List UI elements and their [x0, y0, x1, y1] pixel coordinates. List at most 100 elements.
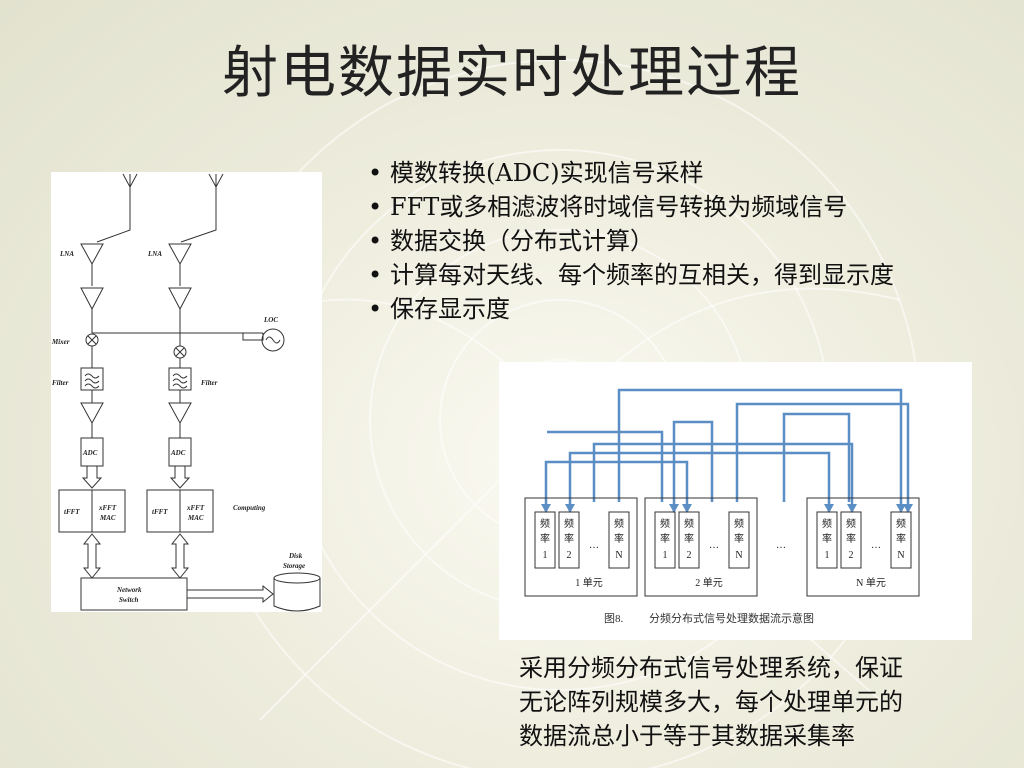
processing-unit-box — [806, 497, 920, 597]
bidirectional-arrow-icon — [82, 533, 102, 579]
cell-rate-char: 率 — [614, 532, 624, 545]
storage-label: Storage — [283, 562, 305, 570]
cell-index: N — [615, 550, 622, 561]
cell-index: 2 — [687, 550, 692, 561]
computing-label: Computing — [233, 504, 266, 512]
cell-freq-char: 频 — [614, 517, 624, 530]
lna-amplifier-icon — [80, 243, 104, 266]
caption-line: 数据流总小于等于其数据采集率 — [519, 722, 855, 750]
cell-rate-char: 率 — [684, 532, 694, 545]
bullet-dot: • — [368, 159, 383, 187]
switch-label: Switch — [119, 596, 139, 604]
oscillator-icon — [261, 328, 285, 352]
lna-label: LNA — [59, 250, 74, 258]
cell-freq-char: 频 — [734, 517, 744, 530]
bullet-dot: • — [368, 193, 383, 221]
frequency-cell — [816, 511, 838, 569]
bullet-text: 模数转换(ADC)实现信号采样 — [390, 159, 704, 187]
network-switch-box — [80, 577, 188, 611]
bullet-dot: • — [368, 295, 383, 323]
cell-rate-char: 率 — [564, 532, 574, 545]
cell-rate-char: 率 — [896, 532, 906, 545]
cell-index: 1 — [543, 550, 548, 561]
tfft-label: tFFT — [64, 508, 80, 516]
disk-storage-icon — [273, 572, 321, 612]
cell-index: 1 — [825, 550, 830, 561]
figure-caption: 分频分布式信号处理数据流示意图 — [649, 611, 814, 625]
cell-index: 1 — [663, 550, 668, 561]
cell-freq-char: 频 — [564, 517, 574, 530]
figure-number: 图8. — [604, 612, 623, 625]
caption-line: 采用分频分布式信号处理系统，保证 — [519, 654, 903, 682]
bullet-text: FFT或多相滤波将时域信号转换为频域信号 — [390, 193, 848, 221]
amplifier-icon — [168, 287, 192, 311]
cell-rate-char: 率 — [660, 532, 670, 545]
frequency-cell — [534, 511, 556, 569]
frequency-cell — [840, 511, 862, 569]
cell-freq-char: 频 — [822, 517, 832, 530]
adc-box — [168, 437, 192, 467]
ellipsis: … — [589, 540, 599, 551]
bullet-item: •FFT或多相滤波将时域信号转换为频域信号 — [368, 190, 894, 224]
frequency-cell — [608, 511, 630, 569]
mac-label: MAC — [99, 514, 116, 522]
unit-label: 2 单元 — [695, 577, 723, 589]
processing-unit-box — [524, 497, 638, 597]
cell-freq-char: 频 — [684, 517, 694, 530]
data-flow-diagram: 频 率 1 频 率 2 … 频 率 N 1 单元 频 率 1 频 率 2 … 频… — [499, 362, 972, 640]
antenna-icon — [96, 173, 138, 243]
tfft-label: tFFT — [152, 508, 168, 516]
flow-arrowheads — [541, 504, 913, 513]
cell-freq-char: 频 — [896, 517, 906, 530]
bidirectional-arrow-icon — [170, 533, 190, 579]
amplifier-icon — [80, 287, 104, 311]
cell-index: N — [735, 550, 742, 561]
cell-rate-char: 率 — [734, 532, 744, 545]
network-label: Network — [116, 586, 142, 594]
bullet-text: 数据交换（分布式计算） — [390, 227, 654, 255]
cell-freq-char: 频 — [540, 517, 550, 530]
cell-rate-char: 率 — [822, 532, 832, 545]
xfft-label: xFFT — [98, 504, 117, 512]
unit-label: 1 单元 — [575, 577, 603, 589]
lna-amplifier-icon — [168, 243, 192, 266]
cell-rate-char: 率 — [540, 532, 550, 545]
frequency-cell — [558, 511, 580, 569]
adc-label: ADC — [170, 449, 186, 457]
xfft-label: xFFT — [186, 504, 205, 512]
frequency-cell — [678, 511, 700, 569]
bullet-text: 保存显示度 — [390, 295, 510, 323]
cell-index: 2 — [849, 550, 854, 561]
frequency-cell — [890, 511, 912, 569]
bullet-text: 计算每对天线、每个频率的互相关，得到显示度 — [390, 261, 894, 289]
cell-index: N — [897, 550, 904, 561]
lna-label: LNA — [147, 250, 162, 258]
caption-line: 无论阵列规模多大，每个处理单元的 — [519, 688, 903, 716]
adc-label: ADC — [82, 449, 98, 457]
processing-unit-box — [644, 497, 758, 597]
adc-box — [80, 437, 104, 467]
bullet-list: •模数转换(ADC)实现信号采样 •FFT或多相滤波将时域信号转换为频域信号 •… — [368, 156, 894, 326]
bullet-item: •保存显示度 — [368, 292, 894, 326]
cell-rate-char: 率 — [846, 532, 856, 545]
bullet-item: •数据交换（分布式计算） — [368, 224, 894, 258]
bullet-item: •模数转换(ADC)实现信号采样 — [368, 156, 894, 190]
amplifier-icon — [80, 402, 104, 425]
amplifier-icon — [168, 402, 192, 425]
figure-caption-text: 采用分频分布式信号处理系统，保证 无论阵列规模多大，每个处理单元的 数据流总小于… — [519, 651, 989, 753]
slide-title: 射电数据实时处理过程 — [222, 41, 802, 106]
bullet-dot: • — [368, 261, 383, 289]
cell-freq-char: 频 — [846, 517, 856, 530]
unit-label: N 单元 — [856, 577, 886, 589]
disk-label: Disk — [288, 552, 303, 560]
mac-label: MAC — [187, 514, 204, 522]
loc-label: LOC — [263, 316, 278, 324]
filter-label: Filter — [52, 379, 69, 387]
frequency-cell — [654, 511, 676, 569]
signal-chain-diagram: LNA LNA LOC Mixer Filter Filter ADC ADC … — [51, 172, 322, 612]
bullet-item: •计算每对天线、每个频率的互相关，得到显示度 — [368, 258, 894, 292]
cell-index: 2 — [567, 550, 572, 561]
bullet-dot: • — [368, 227, 383, 255]
arrow-to-storage-icon — [187, 584, 274, 604]
ellipsis: … — [709, 540, 719, 551]
